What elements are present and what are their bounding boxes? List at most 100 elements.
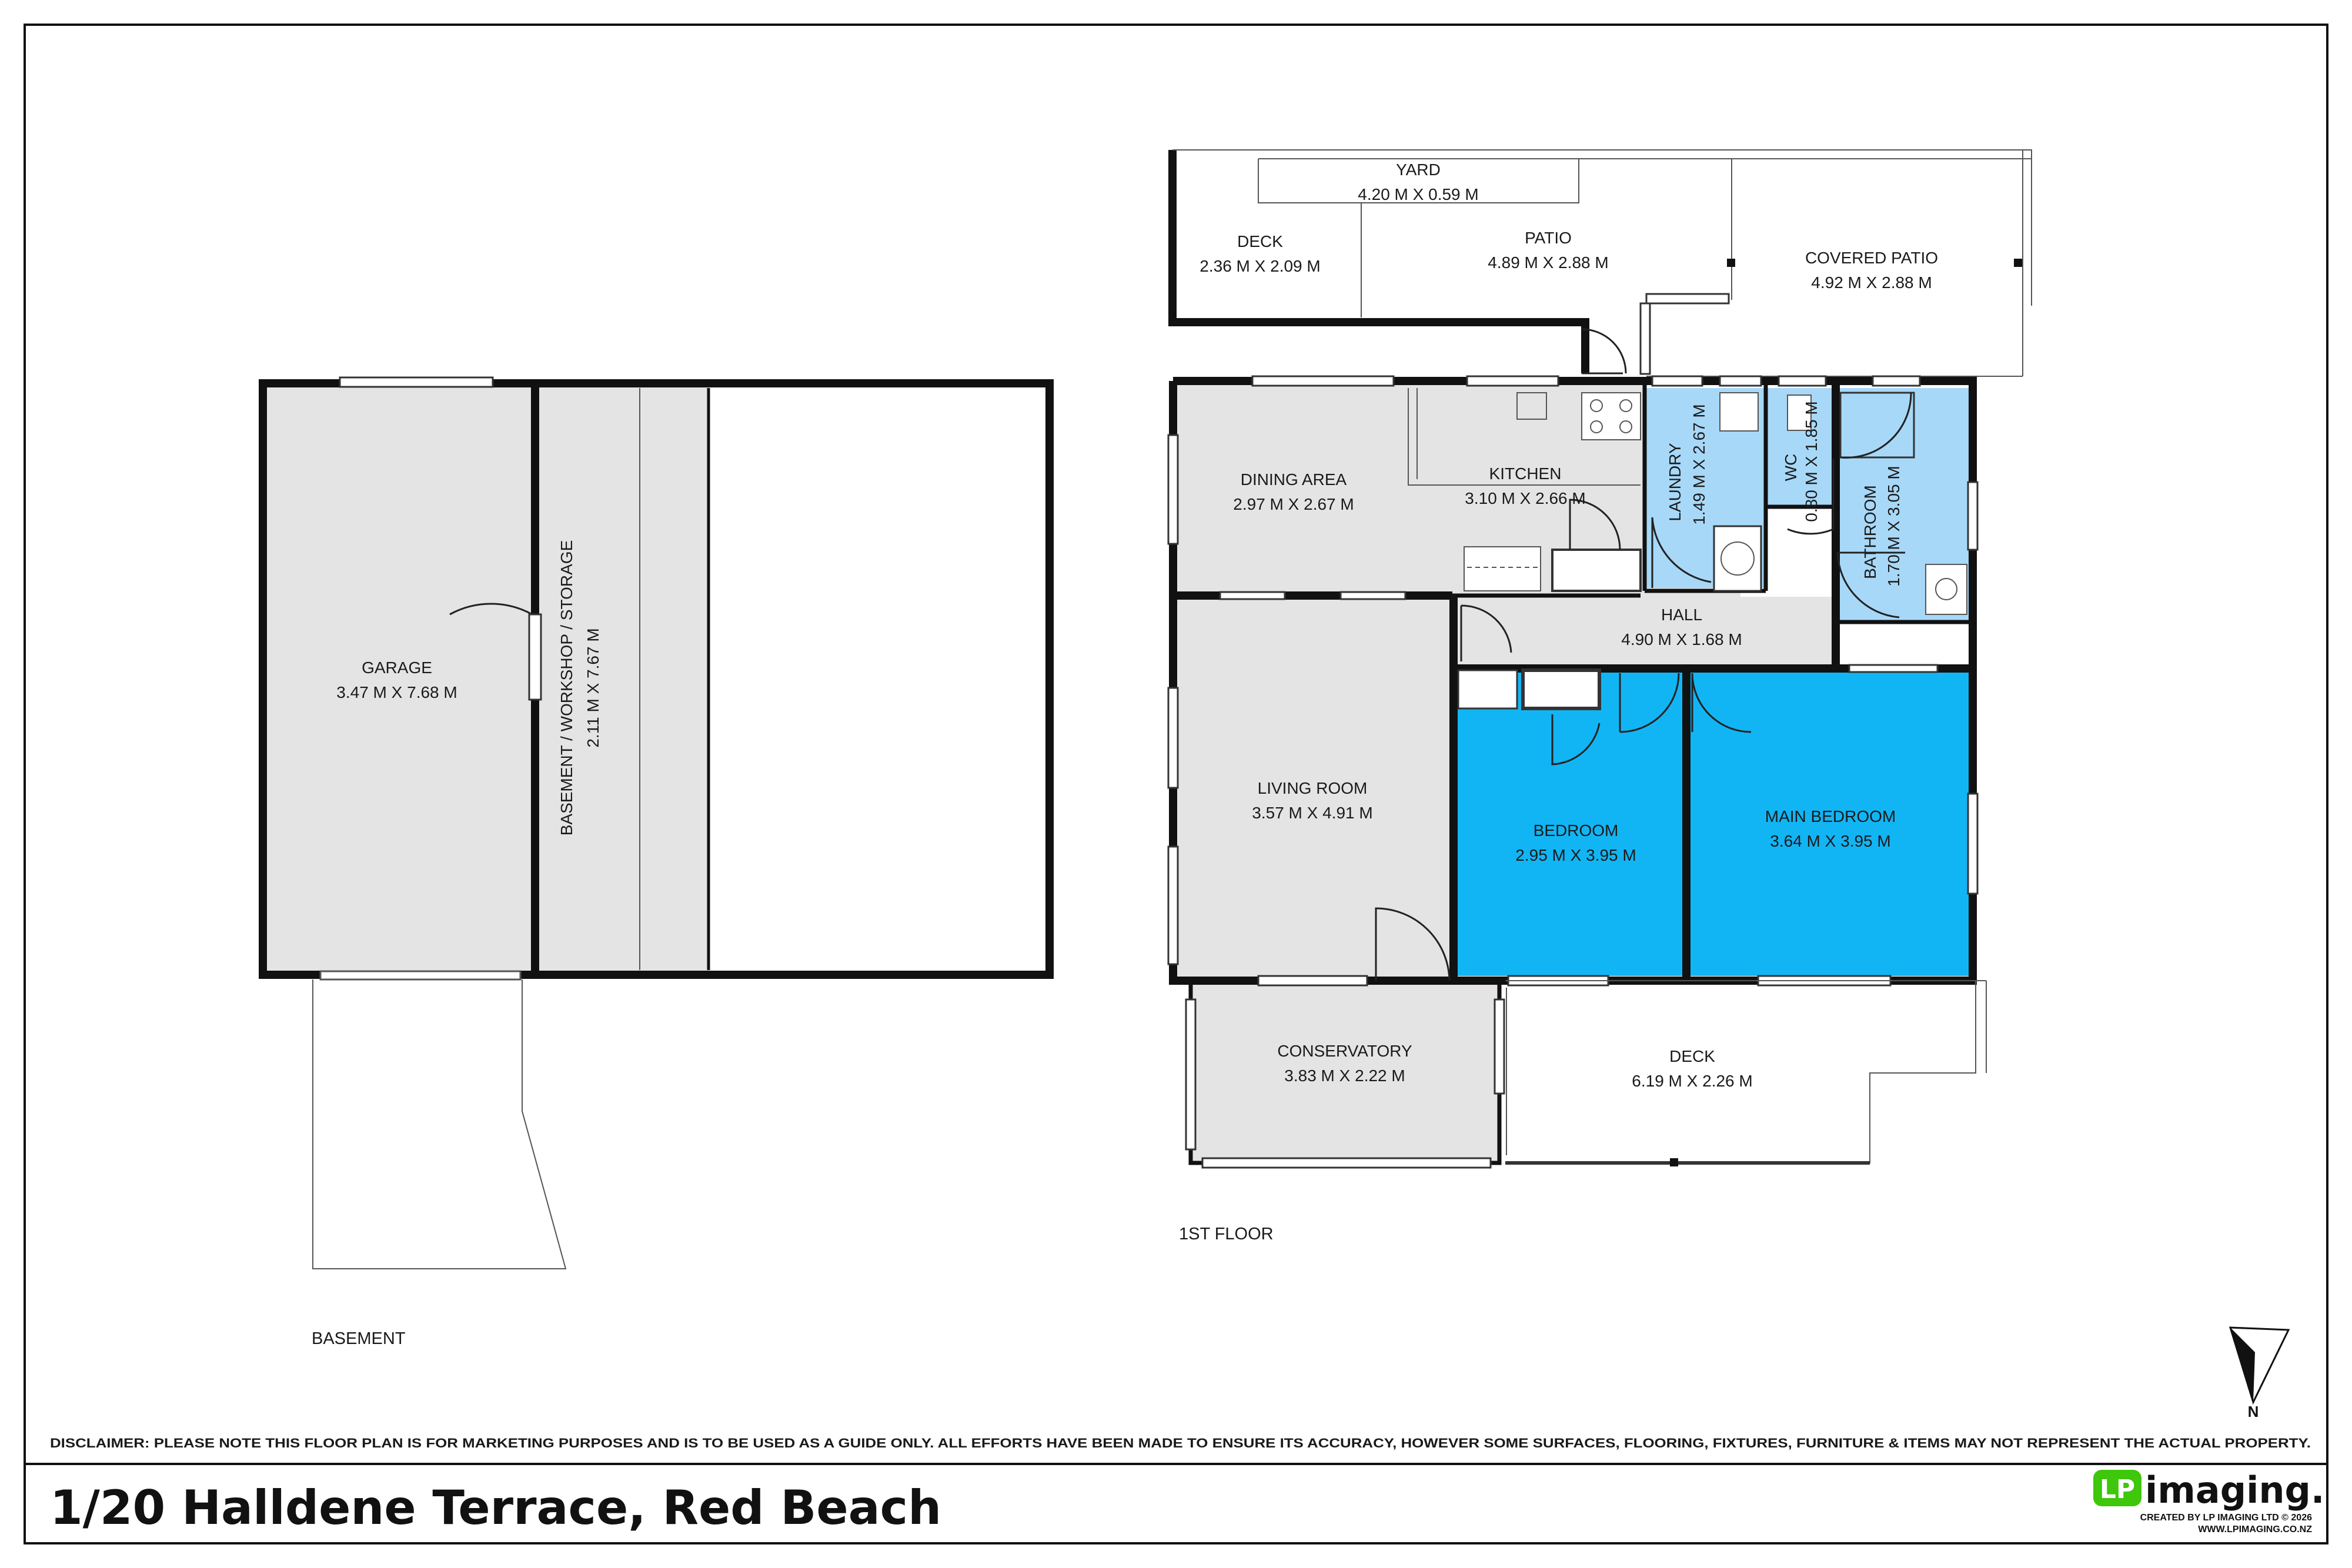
compass-north-label: N — [2248, 1403, 2259, 1420]
kitchen-island — [1464, 546, 1541, 591]
patio-window-2 — [1639, 302, 1651, 375]
main-bedroom-floor — [1689, 670, 1969, 976]
living-size: 3.57 M X 4.91 M — [1252, 804, 1372, 822]
covered-patio-post-2 — [2014, 259, 2022, 267]
deck-top-size: 2.36 M X 2.09 M — [1200, 257, 1320, 275]
yard-size: 4.20 M X 0.59 M — [1358, 185, 1478, 203]
wc-window-top — [1778, 375, 1827, 387]
kitchen-label: KITCHEN — [1489, 464, 1562, 483]
covered-patio-label: COVERED PATIO — [1805, 249, 1938, 267]
sliding-door-1 — [1219, 591, 1286, 600]
back-door-swing — [1581, 328, 1627, 375]
yard-label: YARD — [1396, 161, 1441, 179]
laundry-window-top — [1651, 375, 1703, 387]
bathroom-vanity — [1925, 564, 1967, 615]
top-outdoor-areas — [1168, 149, 2032, 377]
hall-closet-floor — [1840, 624, 1967, 666]
cylinder-circle — [1720, 541, 1755, 576]
bathroom-size: 1.70 M X 3.05 M — [1885, 466, 1903, 586]
hall-door-swing — [1460, 604, 1512, 661]
wc-door-swing — [1787, 459, 1835, 535]
compass-arrow-fill — [2230, 1328, 2255, 1402]
top-deck-wall — [1168, 150, 1589, 373]
bedroom-door-swing — [1619, 673, 1680, 733]
property-address: 1/20 Halldene Terrace, Red Beach — [50, 1480, 941, 1535]
conservatory-size: 3.83 M X 2.22 M — [1284, 1066, 1405, 1085]
vanity-basin — [1935, 578, 1957, 600]
deck-bottom-label: DECK — [1669, 1047, 1715, 1065]
sliding-door-2 — [1339, 591, 1406, 600]
stove-burner-4 — [1619, 420, 1632, 433]
deck-bottom-size: 6.19 M X 2.26 M — [1632, 1072, 1752, 1090]
storage-label: BASEMENT / WORKSHOP / STORAGE — [557, 540, 576, 836]
living-window-bottom — [1257, 975, 1368, 987]
yard-outline — [1258, 159, 1579, 203]
conservatory-window-bottom — [1201, 1157, 1492, 1169]
patio-label: PATIO — [1525, 229, 1572, 247]
wc-toilet — [1787, 394, 1812, 431]
garage-size: 3.47 M X 7.68 M — [336, 683, 457, 701]
conservatory-window-right — [1494, 998, 1505, 1095]
hall-cupboard — [1457, 669, 1518, 710]
stove-burner-3 — [1590, 420, 1603, 433]
kitchen-counter — [1408, 388, 1641, 486]
storage-size: 2.11 M X 7.67 M — [584, 628, 602, 747]
pantry — [1551, 549, 1642, 592]
kitchen-window-top — [1466, 375, 1559, 387]
covered-patio-size: 4.92 M X 2.88 M — [1811, 273, 1932, 292]
conservatory-floor — [1192, 985, 1498, 1161]
basement-plan — [259, 376, 1054, 1269]
main-bedroom-size: 3.64 M X 3.95 M — [1770, 832, 1890, 850]
brand-credit-line1: CREATED BY LP IMAGING LTD © 2026 — [2140, 1513, 2313, 1523]
patio-edge — [1172, 149, 2032, 306]
logo-mark-icon — [2093, 1470, 2141, 1506]
dining-size: 2.97 M X 2.67 M — [1233, 495, 1354, 513]
kitchen-stove — [1581, 392, 1641, 440]
living-label: LIVING ROOM — [1258, 779, 1368, 797]
first-floor-label: 1ST FLOOR — [1179, 1225, 1274, 1243]
garage-door-opening — [319, 970, 522, 981]
bedroom-inner-swing — [1551, 714, 1601, 765]
hall-closet-window — [1848, 664, 1939, 673]
main-bedroom-label: MAIN BEDROOM — [1765, 807, 1896, 825]
wc-size: 0.80 M X 1.85 M — [1802, 401, 1820, 521]
bedroom-cupboard — [1521, 668, 1601, 710]
basement-floor-label: BASEMENT — [312, 1329, 406, 1348]
north-compass: N — [2229, 1326, 2290, 1420]
hot-water-cylinder — [1713, 525, 1762, 592]
deck-post — [1670, 1158, 1678, 1166]
deck-top-label: DECK — [1237, 232, 1283, 250]
kitchen-size: 3.10 M X 2.66 M — [1465, 489, 1585, 507]
lp-imaging-logo: LP imaging. CREATED BY LP IMAGING LTD © … — [2093, 1469, 2324, 1534]
garage-label: GARAGE — [362, 658, 432, 677]
bedroom-label: BEDROOM — [1534, 821, 1619, 840]
hall-label: HALL — [1661, 606, 1702, 624]
brand-credit-line2: WWW.LPIMAGING.CO.NZ — [2198, 1524, 2312, 1534]
dining-window-side — [1167, 434, 1179, 545]
conservatory-window-side — [1185, 998, 1197, 1151]
stove-burner-1 — [1590, 399, 1603, 412]
laundry-door-swing — [1651, 517, 1712, 588]
bedroom-floor — [1457, 670, 1683, 976]
stove-burner-2 — [1619, 399, 1632, 412]
disclaimer-text: DISCLAIMER: PLEASE NOTE THIS FLOOR PLAN … — [50, 1436, 2311, 1450]
garage-floor — [263, 383, 533, 975]
room-labels: GARAGE 3.47 M X 7.68 M BASEMENT / WORKSH… — [336, 161, 1938, 1090]
garage-door-frame — [528, 613, 542, 701]
conservatory-label: CONSERVATORY — [1277, 1042, 1412, 1060]
basement-outer-wall — [259, 379, 1054, 979]
laundry-size: 1.49 M X 2.67 M — [1690, 404, 1708, 524]
bathroom-shower — [1839, 392, 1915, 459]
first-floor-plan — [1167, 375, 1987, 1169]
kitchen-door-swing — [1569, 499, 1621, 550]
kitchen-sink — [1516, 392, 1547, 420]
patio-size: 4.89 M X 2.88 M — [1488, 253, 1608, 272]
dining-window-top — [1251, 375, 1395, 387]
bathroom-door-swing — [1836, 551, 1905, 618]
laundry-tub — [1719, 392, 1759, 432]
garage-window — [339, 376, 494, 388]
covered-patio-post — [1727, 259, 1735, 267]
conservatory-door-swing — [1375, 907, 1451, 981]
bathroom-window-top — [1872, 375, 1921, 387]
